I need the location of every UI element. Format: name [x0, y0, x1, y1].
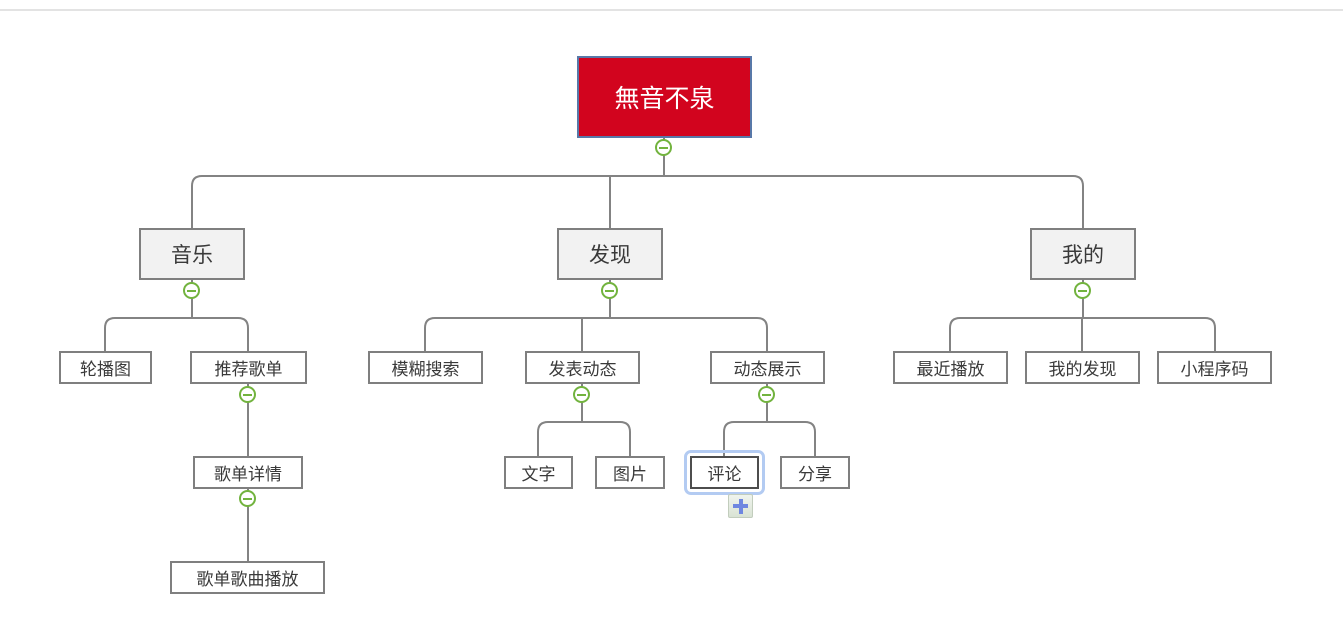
minus-icon — [659, 146, 668, 149]
plus-icon — [738, 498, 743, 514]
minus-icon — [1078, 289, 1087, 292]
node-fuzzy-search[interactable]: 模糊搜索 — [368, 351, 483, 384]
collapse-button-recommend-playlist[interactable] — [239, 386, 256, 403]
node-playlist-detail[interactable]: 歌单详情 — [193, 456, 303, 489]
minus-icon — [243, 393, 252, 396]
minus-icon — [762, 393, 771, 396]
collapse-button-music[interactable] — [183, 282, 200, 299]
node-moment-display[interactable]: 动态展示 — [710, 351, 825, 384]
node-recommend-playlist[interactable]: 推荐歌单 — [190, 351, 307, 384]
node-playlist-song-play[interactable]: 歌单歌曲播放 — [170, 561, 325, 594]
collapse-button-playlist-detail[interactable] — [239, 490, 256, 507]
node-carousel[interactable]: 轮播图 — [59, 351, 152, 384]
minus-icon — [577, 393, 586, 396]
node-text[interactable]: 文字 — [504, 456, 573, 489]
node-root[interactable]: 無音不泉 — [577, 56, 752, 138]
collapse-button-discover[interactable] — [601, 282, 618, 299]
top-divider — [0, 9, 1343, 11]
minus-icon — [187, 289, 196, 292]
node-my-discovery[interactable]: 我的发现 — [1025, 351, 1140, 384]
add-child-button[interactable] — [728, 494, 753, 518]
collapse-button-post-moment[interactable] — [573, 386, 590, 403]
minus-icon — [243, 497, 252, 500]
collapse-button-moment-display[interactable] — [758, 386, 775, 403]
node-music[interactable]: 音乐 — [139, 228, 245, 280]
node-recent-play[interactable]: 最近播放 — [893, 351, 1008, 384]
node-mine[interactable]: 我的 — [1030, 228, 1136, 280]
node-discover[interactable]: 发现 — [557, 228, 663, 280]
node-post-moment[interactable]: 发表动态 — [525, 351, 640, 384]
collapse-button-root[interactable] — [655, 139, 672, 156]
node-comment[interactable]: 评论 — [690, 456, 759, 489]
node-share[interactable]: 分享 — [780, 456, 850, 489]
node-miniprogram-code[interactable]: 小程序码 — [1157, 351, 1272, 384]
minus-icon — [605, 289, 614, 292]
node-image[interactable]: 图片 — [595, 456, 665, 489]
collapse-button-mine[interactable] — [1074, 282, 1091, 299]
